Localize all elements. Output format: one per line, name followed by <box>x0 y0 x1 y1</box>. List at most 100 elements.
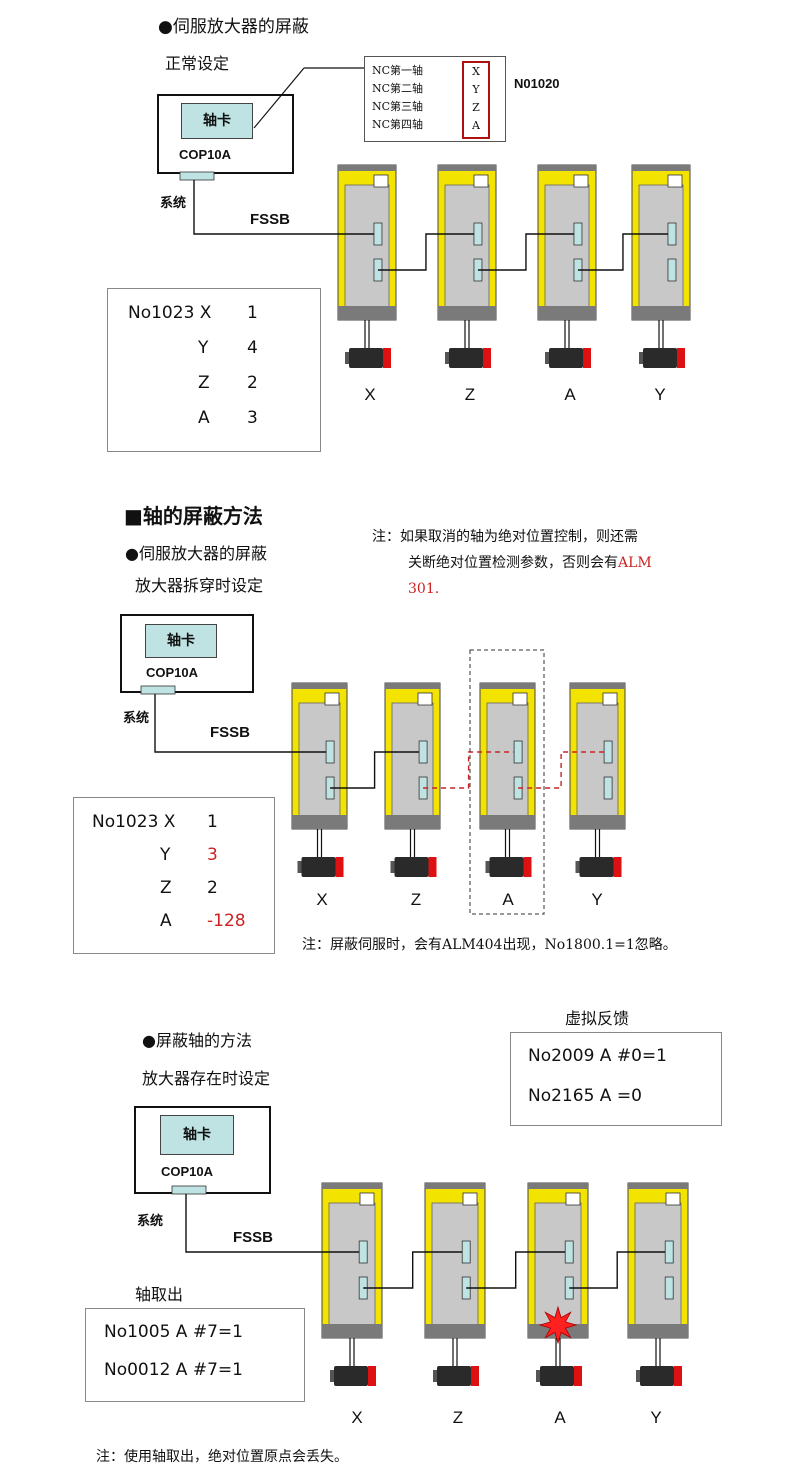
motor-encoder-icon <box>368 1366 376 1386</box>
cop10a-connector <box>179 171 215 181</box>
nc-axis-letter: X <box>472 65 480 78</box>
amplifier-body <box>638 184 684 309</box>
amp-axis-label: A <box>564 385 576 404</box>
param-axis: Z <box>198 373 210 393</box>
param-table-1 <box>107 288 321 452</box>
amp-axis-label: Y <box>654 385 666 404</box>
servo-motor-icon <box>643 348 677 368</box>
motor-shaft-icon <box>575 861 580 873</box>
servo-motor-icon <box>334 1366 368 1386</box>
nc-axes-box <box>364 56 506 142</box>
note-alm404: 注：屏蔽伺服时，会有ALM404出现，No1800.1=1忽略。 <box>302 937 677 953</box>
amplifier-bottom-band <box>322 1324 382 1338</box>
nc-axis-label: NC第三轴 <box>372 100 424 113</box>
param-value: 2 <box>207 878 218 898</box>
status-window-icon <box>573 174 589 188</box>
param-value: 1 <box>207 812 218 832</box>
motor-encoder-icon <box>383 348 391 368</box>
fssb-cable <box>569 1251 666 1289</box>
alarm-code: ALM <box>618 555 652 571</box>
section3-line1: ●屏蔽轴的方法 <box>142 1031 252 1050</box>
fssb-port-in <box>664 1240 674 1264</box>
amplifier-top-band <box>338 165 396 171</box>
amplifier-top-band <box>628 1183 688 1189</box>
param-table-title: No1023 X <box>128 303 212 323</box>
status-window-icon <box>665 1192 681 1206</box>
amp-axis-label: A <box>554 1408 566 1427</box>
motor-shaft-icon <box>390 861 395 873</box>
status-window-icon <box>359 1192 375 1206</box>
fssb-port-in <box>667 222 677 246</box>
amplifier-bottom-band <box>538 306 596 320</box>
nc-axis-letter: Z <box>472 101 480 114</box>
param-axis: Y <box>198 338 209 358</box>
system-label-1: 系统 <box>160 195 187 210</box>
amplifier-bottom-band <box>632 306 690 320</box>
fssb-cable <box>477 233 574 271</box>
section2-line2: 放大器拆穿时设定 <box>135 576 264 595</box>
motor-encoder-icon <box>428 857 437 877</box>
param-axis: A <box>198 408 210 428</box>
section3-line2: 放大器存在时设定 <box>142 1069 271 1088</box>
axis-removal-box <box>85 1308 305 1402</box>
motor-shaft-icon <box>536 1370 540 1382</box>
amplifier-body <box>634 1202 682 1327</box>
connector-label-2: COP10A <box>146 665 199 680</box>
param-number-label: N01020 <box>514 76 560 91</box>
amplifier-top-band <box>570 683 625 689</box>
fssb-cable <box>154 694 327 753</box>
note-line: 关断绝对位置检测参数，否则会有 <box>408 555 618 571</box>
param-value: 3 <box>247 408 258 428</box>
fssb-label-1: FSSB <box>250 211 291 228</box>
fssb-label-2: FSSB <box>210 724 251 741</box>
motor-encoder-icon <box>677 348 685 368</box>
amplifier-top-band <box>385 683 440 689</box>
cop10a-connector <box>140 685 176 695</box>
amplifier-bottom-band <box>292 815 347 829</box>
status-window-icon <box>565 1192 581 1206</box>
nc-axis-label: NC第四轴 <box>372 118 424 131</box>
amplifier-body <box>328 1202 376 1327</box>
fssb-port-in <box>564 1240 574 1264</box>
motor-encoder-icon <box>574 1366 582 1386</box>
param-value-masked: -128 <box>207 911 246 931</box>
nc-axis-label: NC第一轴 <box>372 64 424 77</box>
fssb-port-in <box>461 1240 471 1264</box>
note-absolute-position: 注：如果取消的轴为绝对位置控制，则还需 关断绝对位置检测参数，否则会有ALM 3… <box>372 524 652 602</box>
param-value: 1 <box>247 303 258 323</box>
status-window-icon <box>462 1192 478 1206</box>
motor-shaft-icon <box>297 861 302 873</box>
removal-param: No0012 A #7=1 <box>104 1360 243 1380</box>
fssb-port-out <box>603 776 613 800</box>
alarm-number: 301. <box>408 581 440 597</box>
motor-encoder-icon <box>483 348 491 368</box>
amp-axis-label: A <box>502 890 514 909</box>
servo-motor-icon <box>579 857 614 877</box>
fssb-port-in <box>473 222 483 246</box>
cop10a-connector <box>171 1185 207 1195</box>
section2-heading: ■轴的屏蔽方法 <box>124 504 263 528</box>
fssb-port-out <box>664 1276 674 1300</box>
amplifier-top-band <box>322 1183 382 1189</box>
amplifier-body <box>444 184 490 309</box>
system-label-3: 系统 <box>137 1213 164 1228</box>
servo-motor-icon <box>549 348 583 368</box>
param-axis: Y <box>160 845 171 865</box>
fssb-port-in <box>373 222 383 246</box>
servo-motor-icon <box>540 1366 574 1386</box>
fssb-port-in <box>513 740 523 764</box>
note-line: 注：如果取消的轴为绝对位置控制，则还需 <box>372 529 638 545</box>
param-table-title: No1023 X <box>92 812 176 832</box>
amplifier-bottom-band <box>385 815 440 829</box>
amp-axis-label: Y <box>650 1408 662 1427</box>
fssb-cable <box>377 233 474 271</box>
motor-encoder-icon <box>613 857 622 877</box>
fssb-cable <box>466 1251 566 1289</box>
section1-subheading: 正常设定 <box>165 54 230 73</box>
param-value: 2 <box>247 373 258 393</box>
fssb-cable <box>330 751 420 789</box>
status-window-icon <box>512 692 528 706</box>
fssb-port-in <box>358 1240 368 1264</box>
amplifier-bottom-band <box>438 306 496 320</box>
